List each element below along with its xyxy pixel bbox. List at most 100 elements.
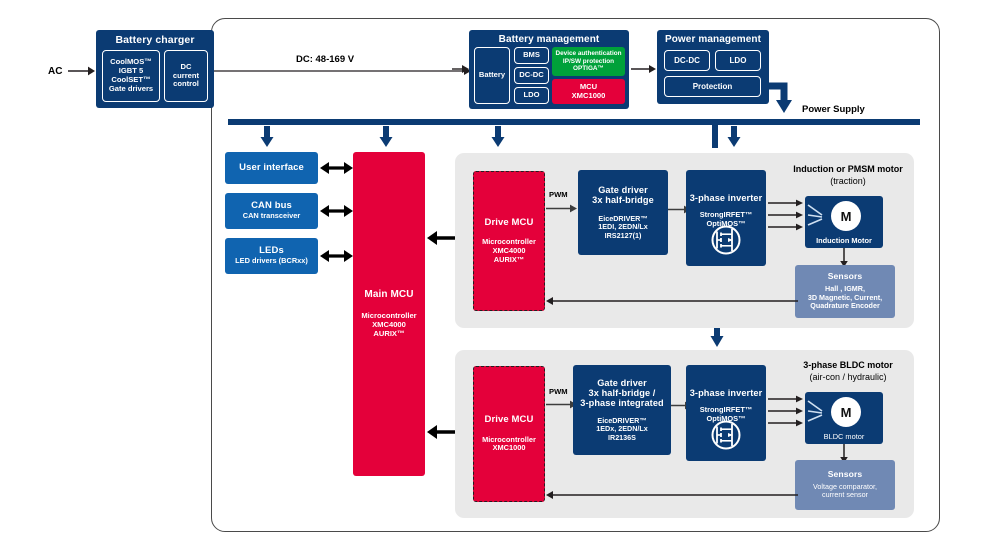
leds-title: LEDs [259,245,284,257]
main-mcu-sub-2: XMC4000 [372,320,406,330]
bm-dcdc-block: DC-DC [514,67,549,84]
power-management-title: Power management [664,34,762,45]
pm-dcdc-label: DC-DC [674,55,700,65]
inverter-aux-sub-2: OptiMOS™ [706,414,746,424]
gate-driver-aux-sub-2: 1EDx, 2EDN/Lx [596,424,648,434]
gate-driver-traction-title-2: 3x half-bridge [592,195,654,206]
gate-driver-traction-sub-1: EiceDRIVER™ [598,213,648,223]
motor-windings-icon-aux [807,400,823,422]
dc-link-label: DC: 48-169 V [296,54,355,65]
device-igbt5: IGBT 5 [118,66,144,76]
bm-mcu-label: MCU [579,81,598,91]
optiga-line-3: OPTIGA™ [573,65,604,73]
dc-link-arrow [214,67,471,75]
optiga-block: Device authentication IP/SW protection O… [552,47,625,76]
drive-mcu-aux-title: Drive MCU [484,413,534,425]
power-supply-label: Power Supply [802,104,865,115]
gate-driver-traction-sub-2: 1EDI, 2EDN/Lx [598,222,648,232]
sensors-traction-title: Sensors [827,271,863,282]
aux-motor-heading-1: 3-phase BLDC motor [803,360,893,370]
bms-label: BMS [523,50,540,60]
bus-arrow-user-interface [260,126,274,147]
bidir-arrow-can-mcu [320,205,353,217]
main-mcu-sub-3: AURIX™ [373,329,405,339]
bus-drop-bar-lower [712,125,718,148]
inverter-aux-sub-1: StrongIRFET™ [699,405,753,415]
inverter-aux-title: 3-phase inverter [689,388,763,399]
gate-driver-aux-title-1: Gate driver [597,377,647,388]
drive-mcu-traction-sub-3: AURIX™ [493,254,525,264]
gate-driver-traction[interactable]: Gate driver 3x half-bridge EiceDRIVER™ 1… [578,170,668,255]
sensors-aux-sub-1: Voltage comparator, [813,481,877,491]
bus-arrow-main-mcu [379,126,393,147]
bidir-arrow-ui-mcu [320,162,353,174]
leds-sub: LED drivers (BCRxx) [235,255,308,265]
gate-driver-aux[interactable]: Gate driver 3x half-bridge / 3-phase int… [573,365,671,455]
drive-mcu-aux-sub-1: Microcontroller [482,434,536,444]
dc-current-control-block: DC current control [164,50,208,102]
pm-dcdc-block: DC-DC [664,50,710,71]
three-phase-arrows-aux [768,395,803,427]
motor-symbol-traction: M [831,201,861,231]
drive-mcu-traction-title: Drive MCU [484,216,534,228]
bus-arrow-drive-mcu [491,126,505,147]
bidir-arrow-leds-mcu [320,250,353,262]
sensors-aux-block[interactable]: Sensors Voltage comparator, current sens… [795,460,895,510]
ac-input-arrow [68,66,95,76]
arrow-bm-to-pm [631,65,656,73]
sensors-traction-block[interactable]: Sensors Hall , IGMR, 3D Magnetic, Curren… [795,265,895,318]
battery-charger-block: Battery charger [96,30,214,108]
arrow-drivemcu-gatedriver-traction [546,204,577,213]
control-label: control [173,79,199,89]
inverter-aux[interactable]: 3-phase inverter StrongIRFET™ OptiMOS™ [686,365,766,461]
battery-cell-block: Battery [474,47,510,104]
motor-symbol-aux: M [831,397,861,427]
dc-label: DC [180,61,192,71]
can-bus-block[interactable]: CAN bus CAN transceiver [225,193,318,229]
battery-charger-devices: CoolMOS™ IGBT 5 CoolSET™ Gate drivers [102,50,160,102]
gate-driver-aux-title-2: 3x half-bridge / [588,388,656,399]
bms-block: BMS [514,47,549,64]
current-label: current [172,70,200,80]
bm-dcdc-label: DC-DC [519,70,544,80]
power-supply-bus [228,119,920,125]
inverter-traction-sub-2: OptiMOS™ [706,219,746,229]
user-interface-title: User interface [239,161,304,173]
bm-mcu-part: XMC1000 [571,90,606,100]
traction-motor-heading-2: (traction) [830,176,866,186]
pwm-label-aux: PWM [549,387,568,396]
aux-motor-heading-2: (air-con / hydraulic) [809,372,887,382]
arrow-motor-to-sensors-traction [840,248,848,267]
optiga-line-2: IP/SW protection [562,57,615,65]
can-bus-sub: CAN transceiver [242,210,301,220]
sensors-traction-sub-2: 3D Magnetic, Current, [807,292,883,302]
leds-block[interactable]: LEDs LED drivers (BCRxx) [225,238,318,274]
pm-ldo-label: LDO [729,55,747,65]
main-mcu-block[interactable]: Main MCU Microcontroller XMC4000 AURIX™ [353,152,425,476]
gate-driver-aux-sub-3: IR2136S [608,432,636,442]
drive-mcu-traction-sub-1: Microcontroller [482,237,536,247]
device-coolset: CoolSET™ [111,75,151,84]
bm-ldo-label: LDO [523,90,540,100]
gate-driver-traction-sub-3: IRS2127(1) [604,230,642,240]
sensors-traction-sub-1: Hall , IGMR, [825,284,865,294]
user-interface-block[interactable]: User interface [225,152,318,184]
battery-charger-title: Battery charger [115,34,195,46]
mosfet-icon-traction [711,225,741,255]
battery-label: Battery [478,70,506,80]
optiga-line-1: Device authentication [555,50,622,58]
can-bus-title: CAN bus [251,200,292,212]
gate-driver-aux-title-3: 3-phase integrated [580,398,664,409]
inverter-traction[interactable]: 3-phase inverter StrongIRFET™ OptiMOS™ [686,170,766,266]
drive-mcu-traction[interactable]: Drive MCU Microcontroller XMC4000 AURIX™ [473,171,545,311]
main-mcu-sub-1: Microcontroller [361,311,417,321]
drive-mcu-aux[interactable]: Drive MCU Microcontroller XMC1000 [473,366,545,502]
induction-motor-caption: Induction Motor [816,236,872,246]
bus-arrow-inverter-lower [710,322,724,347]
bus-arrow-inverter-upper [727,126,741,147]
sensors-aux-title: Sensors [827,469,863,480]
drive-mcu-traction-sub-2: XMC4000 [492,245,526,255]
drive-mcu-aux-sub-2: XMC1000 [492,443,526,453]
bldc-motor-caption: BLDC motor [823,432,865,442]
